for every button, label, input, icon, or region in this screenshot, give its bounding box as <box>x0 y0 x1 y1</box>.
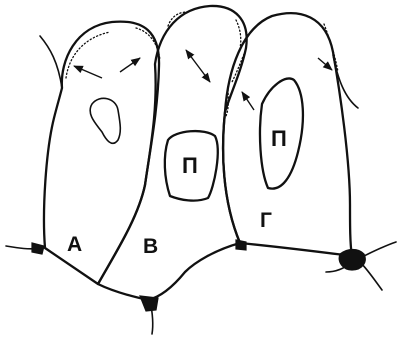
basal-right-line-2 <box>360 262 382 290</box>
arrow-4 <box>242 92 254 110</box>
vacuole-label-2: П <box>271 128 287 150</box>
junction-middle <box>236 240 246 250</box>
cell-a-outline <box>44 22 159 284</box>
arrow-2 <box>120 58 140 72</box>
arrow-1 <box>74 66 102 78</box>
inclusion-cell-a <box>90 98 120 143</box>
junction-bottom <box>140 296 158 311</box>
cell-v-label: В <box>143 236 158 257</box>
vacuole-label-1: П <box>182 155 198 177</box>
dotted-region-1 <box>66 32 110 78</box>
basal-right-line-1 <box>360 242 396 258</box>
cell-v-outline <box>98 6 247 300</box>
arrow-3 <box>186 50 210 82</box>
cell-a-label: А <box>67 234 82 255</box>
left-outer-line <box>40 36 62 88</box>
junction-right <box>339 250 365 271</box>
dotted-region-5 <box>236 20 241 48</box>
cell-g-label: Г <box>260 210 272 231</box>
junction-left <box>32 243 44 254</box>
arrow-5 <box>318 58 332 70</box>
